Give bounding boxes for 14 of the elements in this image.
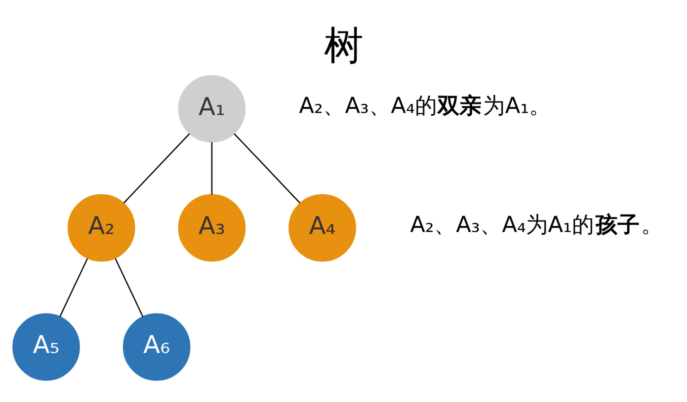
node-circle: A₆ (122, 312, 190, 380)
connector (114, 258, 144, 316)
connector (234, 132, 300, 204)
diagram-title: 树 (324, 24, 363, 69)
connector (123, 132, 190, 204)
node-circle: A₂ (68, 194, 136, 262)
connector (59, 258, 88, 316)
label: A₂、A₃、A₄的双亲为A₁。 (299, 92, 552, 119)
label: A₂、A₃、A₄为A₁的孩子。 (410, 212, 663, 238)
node-circle: A₃ (178, 194, 246, 262)
connector (211, 142, 212, 194)
node-circle: A₁ (178, 74, 246, 142)
node-circle: A₅ (12, 312, 80, 380)
node-circle: A₄ (288, 194, 356, 262)
